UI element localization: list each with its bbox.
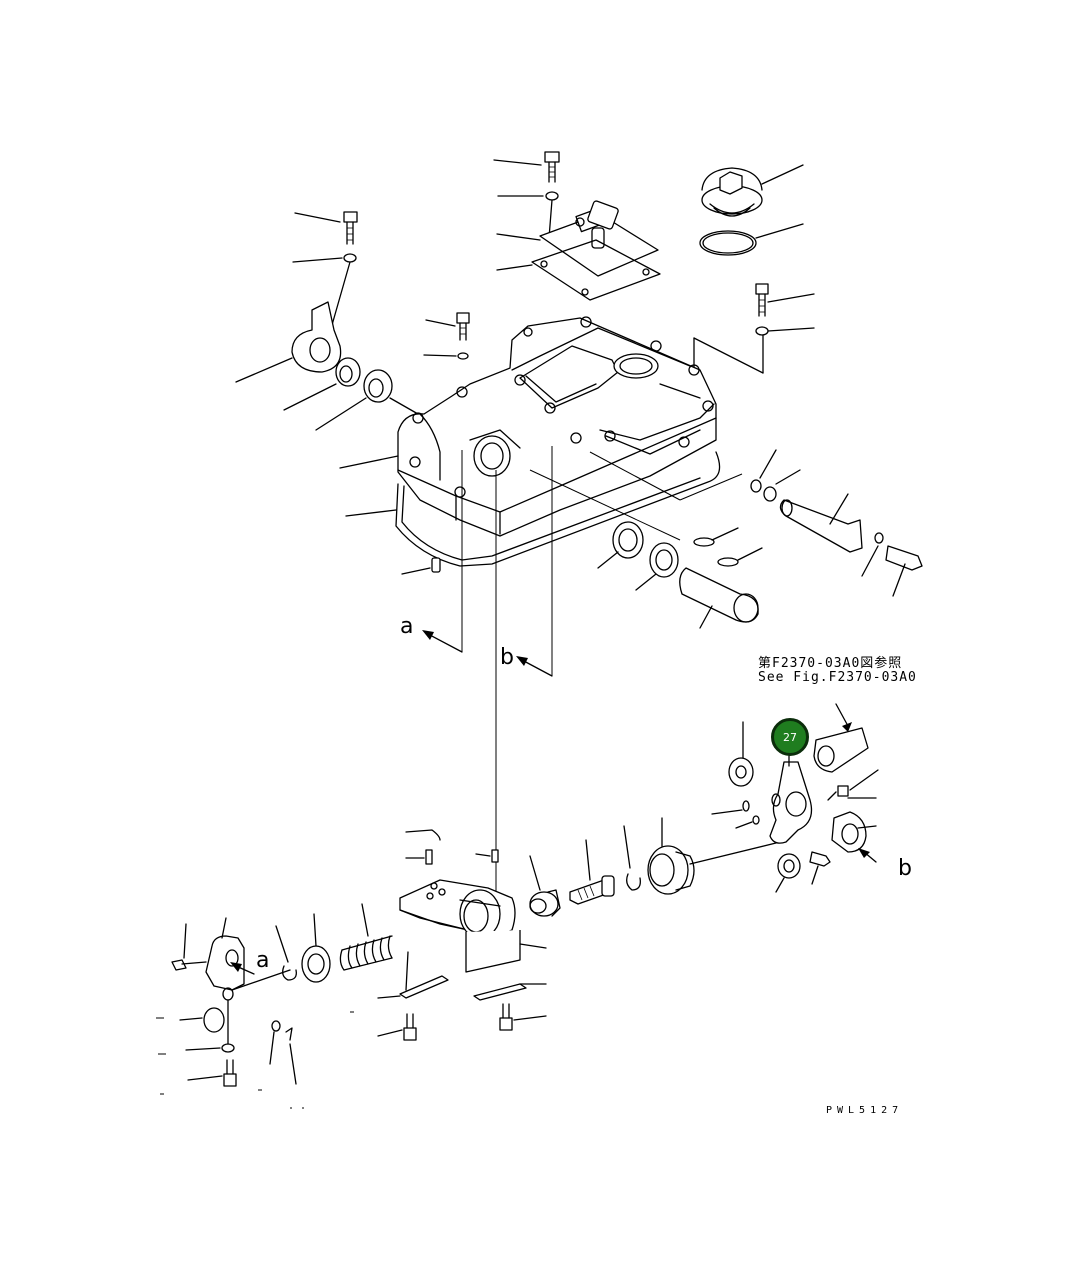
seal-lower: [275, 913, 331, 983]
spring: [339, 903, 393, 971]
case-bolt: [423, 312, 470, 360]
filler-cap: [701, 164, 804, 217]
view-arrow-a: [422, 630, 463, 653]
plates: [377, 951, 547, 1001]
view-label-a-top: a: [400, 614, 414, 639]
snap-ring: [623, 825, 641, 891]
view-arrow-b-top: [516, 656, 553, 677]
shaft-with-keys: [679, 527, 763, 629]
bearing-1: [597, 521, 644, 569]
spacer-washer: [728, 721, 754, 787]
main-lever: [769, 755, 813, 844]
drawing-code: PWL5127: [826, 1105, 904, 1116]
bracket: [205, 917, 291, 1045]
elbow-fitting: [496, 200, 659, 277]
top-bolt: [493, 151, 560, 183]
leader-ticks: [156, 1011, 354, 1109]
view-label-a-bottom: a: [256, 948, 270, 973]
cover-gasket: [496, 239, 661, 301]
clamp-lever: [831, 811, 877, 863]
shaft-washer-bolt: [861, 532, 923, 597]
part-callout-27[interactable]: 27: [771, 718, 809, 756]
bracket-arrow-a: [230, 962, 255, 975]
reference-note-jp: 第F2370-03A0図参照: [758, 656, 903, 671]
seal-left: [283, 357, 361, 411]
lower-bolts: [377, 1003, 547, 1041]
bearing-2: [635, 542, 679, 591]
dowel-pin: [401, 557, 441, 575]
view-label-b-top: b: [500, 645, 514, 670]
view-label-b-bottom: b: [898, 856, 912, 881]
referenced-lever: [813, 703, 869, 773]
shaft-lever: [750, 449, 863, 553]
shift-arm: [235, 301, 342, 383]
transmission-case: [339, 316, 743, 850]
linkage-rod: [495, 841, 781, 900]
plug-fitting: [529, 855, 561, 917]
callout-number: 27: [783, 730, 797, 744]
left-bolt: [171, 923, 207, 971]
spring-seat: [647, 817, 695, 895]
reference-note-en: See Fig.F2370-03A0: [758, 670, 917, 685]
bushing-lower: [179, 1007, 237, 1087]
right-bolt: [693, 283, 815, 374]
top-washer: [497, 191, 559, 239]
o-ring: [699, 223, 804, 256]
bushing-left: [315, 369, 419, 431]
small-washer-cotter: [269, 1020, 297, 1085]
valve-body: [399, 829, 547, 973]
pin-small-parts: [711, 769, 879, 893]
threaded-plunger: [569, 839, 615, 905]
